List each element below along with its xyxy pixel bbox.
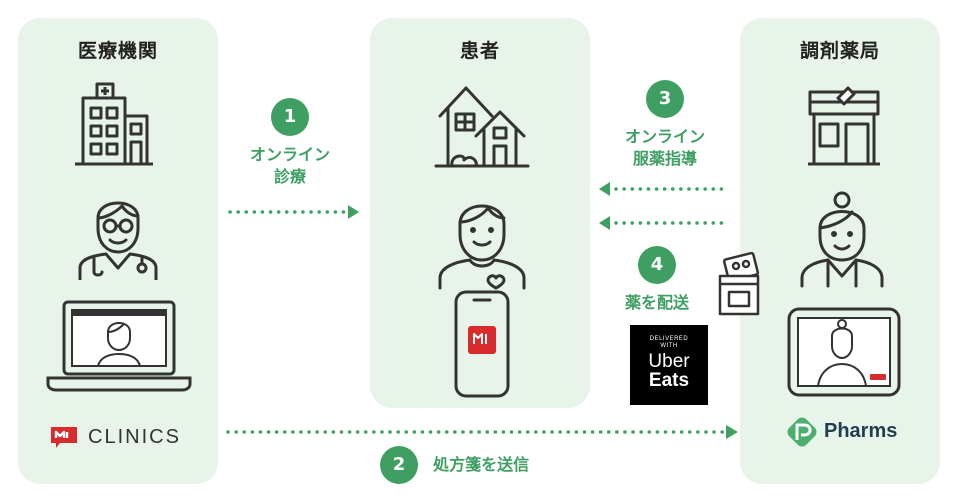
step-3-label: オンライン 服薬指導 xyxy=(602,126,728,170)
step-1-number: 1 xyxy=(271,98,309,136)
patient-person-icon xyxy=(438,204,526,290)
clinics-logo-icon xyxy=(51,427,77,448)
medicine-bag-icon xyxy=(718,252,760,316)
clinics-logo-text: CLINICS xyxy=(88,426,181,448)
tablet-video-icon xyxy=(787,307,901,397)
uber-eats-badge: DELIVERED WITH Uber Eats xyxy=(630,325,708,405)
step-2-label: 処方箋を送信 xyxy=(433,455,530,474)
pharms-logo-text: Pharms xyxy=(824,420,898,442)
pharmacist-icon xyxy=(800,191,884,288)
doctor-icon xyxy=(78,201,158,280)
patient-panel: 患者 xyxy=(370,18,590,408)
arrow-pharmacy-to-patient-delivery xyxy=(599,216,728,230)
pharmacy-panel: 調剤薬局 xyxy=(740,18,940,484)
uber-eats-with-text: WITH xyxy=(660,343,678,349)
smartphone-icon xyxy=(454,290,510,398)
step-1-label-line-1: オンライン xyxy=(249,145,330,164)
uber-eats-delivered-text: DELIVERED xyxy=(649,336,689,342)
step-3: 3 オンライン 服薬指導 xyxy=(602,80,728,170)
arrow-clinic-to-patient xyxy=(228,205,359,219)
step-4-number: 4 xyxy=(638,246,676,284)
step-4-label: 薬を配送 xyxy=(624,293,689,312)
clinic-panel: 医療機関 xyxy=(18,18,218,484)
arrow-clinic-to-pharmacy xyxy=(226,425,738,439)
step-2-number: 2 xyxy=(380,446,418,484)
uber-eats-brand-bottom: Eats xyxy=(648,370,690,391)
pharms-logo-icon xyxy=(787,417,817,447)
pharmacy-store-icon xyxy=(808,86,880,166)
laptop-video-icon xyxy=(46,300,192,392)
uber-eats-brand-top: Uber xyxy=(648,351,690,372)
step-3-number: 3 xyxy=(646,80,684,118)
clinic-title: 医療機関 xyxy=(77,40,158,62)
step-1-label-line-2: 診療 xyxy=(273,167,306,186)
clinics-logo: CLINICS xyxy=(48,424,208,454)
step-1-label: オンライン 診療 xyxy=(230,144,350,188)
arrow-pharmacy-to-patient-guidance xyxy=(599,182,728,196)
step-2: 2 処方箋を送信 xyxy=(380,446,580,484)
hospital-icon xyxy=(75,82,153,166)
pharmacy-title: 調剤薬局 xyxy=(799,40,880,62)
step-4: 4 薬を配送 xyxy=(612,246,702,314)
house-icon xyxy=(434,86,530,168)
patient-title: 患者 xyxy=(459,40,500,62)
step-3-label-line-1: オンライン xyxy=(624,127,705,146)
step-1: 1 オンライン 診療 xyxy=(230,98,350,188)
step-3-label-line-2: 服薬指導 xyxy=(632,149,697,168)
pharms-logo: Pharms xyxy=(786,416,936,450)
